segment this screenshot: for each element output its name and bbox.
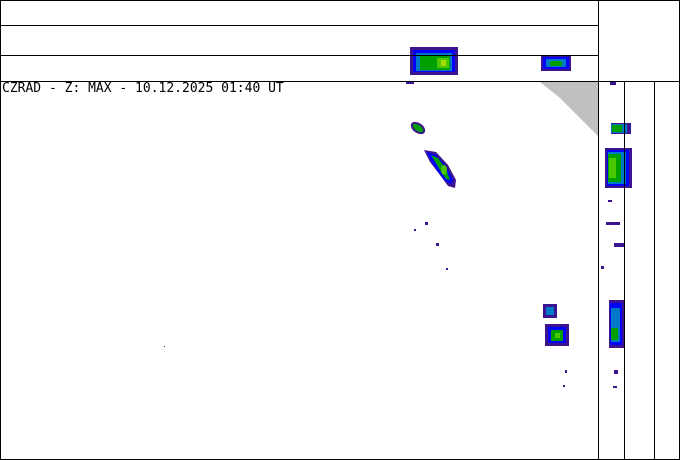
echo-side-main	[605, 148, 632, 188]
echo-small-cell	[410, 121, 426, 135]
divider-v-side2	[654, 81, 655, 460]
divider-h1	[0, 25, 598, 26]
echo-side-north	[611, 123, 631, 134]
divider-h3	[0, 81, 680, 82]
radar-title: CZRAD - Z: MAX - 10.12.2025 01:40 UT	[2, 81, 284, 96]
echo-side-south	[609, 300, 624, 348]
echo-top-east	[541, 55, 571, 71]
echo-southeast	[543, 304, 569, 346]
echo-specks	[164, 82, 567, 387]
frame-left	[0, 0, 1, 460]
divider-v-main	[598, 0, 599, 460]
divider-h2	[0, 55, 598, 56]
frame-top	[0, 0, 680, 1]
nodata-area	[540, 82, 598, 136]
echo-band	[424, 150, 456, 188]
echo-top-north	[410, 47, 458, 75]
divider-v-side1	[624, 81, 625, 460]
echo-side-specks	[601, 82, 624, 388]
